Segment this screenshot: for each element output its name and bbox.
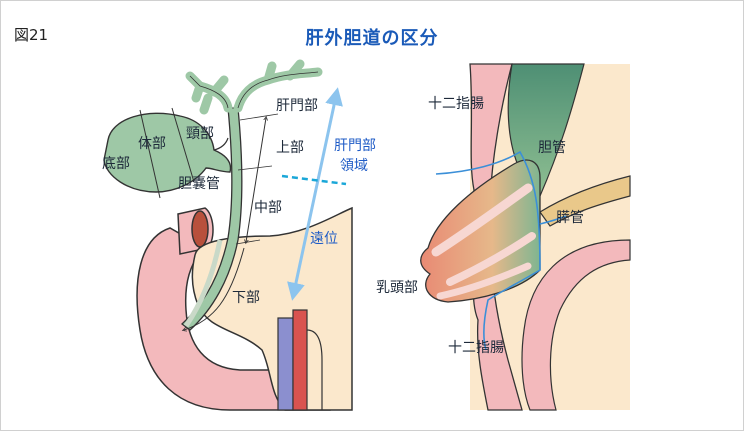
common-bile-duct bbox=[180, 107, 243, 331]
figure-title: 肝外胆道の区分 bbox=[305, 28, 439, 49]
papilla-fold-2 bbox=[446, 232, 536, 286]
gallbladder-divider-2 bbox=[171, 107, 195, 183]
artery bbox=[292, 309, 308, 411]
vessel-outline bbox=[306, 329, 323, 410]
portal-vein bbox=[277, 317, 294, 411]
hilar-dashed-line bbox=[281, 174, 347, 186]
label-fundus: 底部 bbox=[102, 156, 130, 172]
middle-lower-boundary bbox=[235, 239, 261, 245]
label-hilar-region-1: 肝門部 bbox=[334, 138, 376, 154]
gallbladder-divider-1 bbox=[139, 109, 161, 199]
cystic-duct bbox=[213, 137, 229, 151]
hilar-boundary bbox=[239, 113, 279, 121]
lower-extent-arc bbox=[184, 247, 245, 330]
label-lower: 下部 bbox=[232, 290, 260, 306]
duodenum-loop bbox=[136, 227, 331, 411]
label-neck: 頸部 bbox=[186, 126, 214, 142]
right-diagram: 十二指腸 胆管 膵管 乳頭部 十二指腸 bbox=[376, 63, 631, 411]
segment-extent-line bbox=[246, 118, 266, 242]
label-upper: 上部 bbox=[276, 140, 304, 156]
papilla-boundary-tick bbox=[539, 215, 567, 225]
duodenal-wall-lower bbox=[521, 239, 631, 411]
extent-arrow bbox=[287, 87, 343, 301]
upper-middle-boundary bbox=[237, 165, 273, 171]
label-distal: 遠位 bbox=[310, 231, 338, 247]
label-duodenum-top: 十二指腸 bbox=[428, 96, 484, 112]
label-cystic-duct: 胆嚢管 bbox=[178, 176, 220, 192]
pancreatic-duct-band bbox=[539, 175, 631, 227]
label-bile-duct: 胆管 bbox=[538, 140, 566, 156]
papilla-fold-3 bbox=[436, 262, 532, 300]
label-body: 体部 bbox=[138, 136, 166, 152]
label-hilar: 肝門部 bbox=[276, 98, 318, 114]
duodenum-lumen bbox=[191, 210, 209, 248]
papilla-fold-1 bbox=[431, 183, 533, 257]
gallbladder bbox=[103, 112, 232, 193]
papilla-boundary bbox=[435, 150, 541, 351]
left-diagram: 底部 体部 頸部 胆嚢管 肝門部 上部 中部 下部 肝門部 領域 遠位 bbox=[102, 59, 376, 411]
label-duodenum-bottom: 十二指腸 bbox=[448, 340, 504, 356]
label-hilar-region-2: 領域 bbox=[340, 157, 368, 174]
hepatic-duct-outline bbox=[189, 71, 319, 109]
label-pancreatic-duct: 膵管 bbox=[556, 210, 584, 226]
label-middle: 中部 bbox=[254, 200, 282, 216]
label-papilla: 乳頭部 bbox=[376, 280, 418, 296]
intrapancreatic-duct bbox=[183, 239, 223, 328]
figure-label: 図21 bbox=[14, 26, 49, 44]
